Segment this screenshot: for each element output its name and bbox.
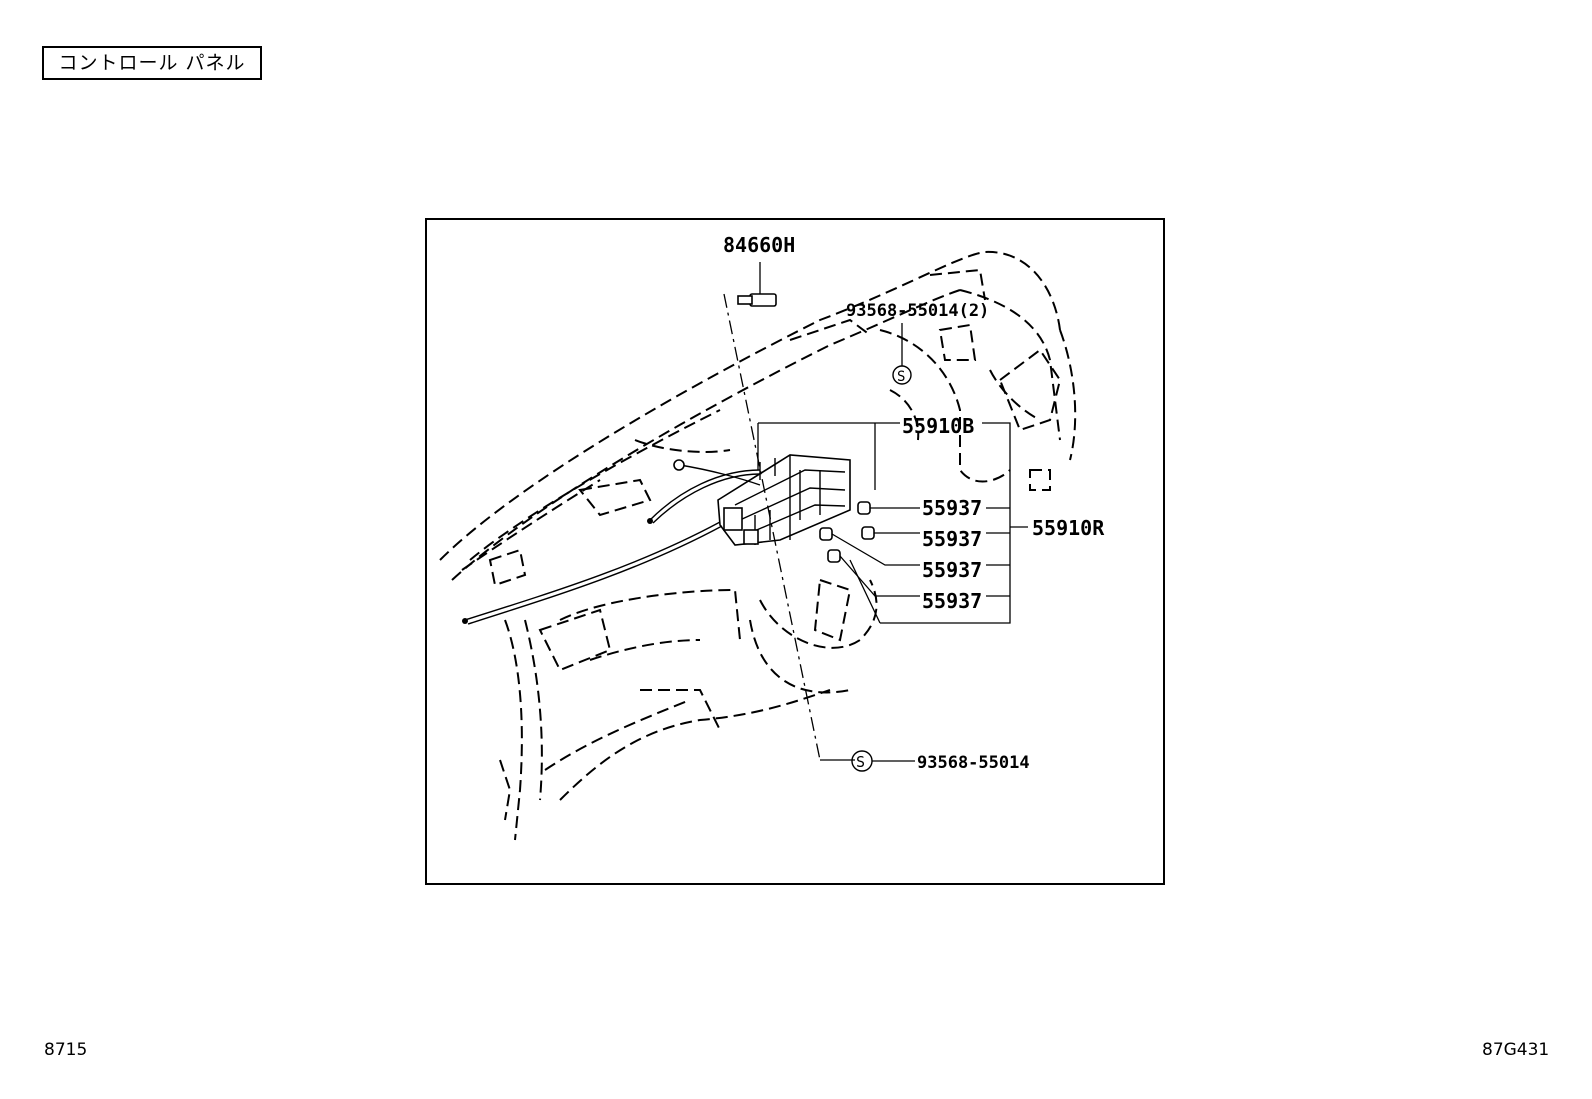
callout-93568-top: 93568-55014(2) (846, 301, 989, 321)
dashboard-outline (439, 250, 1077, 841)
screw-symbol-bottom: S (851, 750, 915, 772)
section-title: コントロール パネル (42, 46, 262, 80)
part-84660h-switch (737, 262, 777, 307)
leader-lines (757, 422, 1028, 624)
callout-55937-1: 55937 (922, 496, 982, 520)
diagram-frame (425, 218, 1165, 885)
callout-55937-3: 55937 (922, 558, 982, 582)
callout-55937-4: 55937 (922, 589, 982, 613)
callout-55910b: 55910B (902, 414, 974, 438)
screw-symbol-top: S (892, 323, 912, 385)
callout-93568-bottom: 93568-55014 (917, 753, 1030, 773)
page-number: 8715 (44, 1040, 88, 1060)
figure-code: 87G431 (1482, 1040, 1550, 1060)
callout-55937-2: 55937 (922, 527, 982, 551)
svg-text:S: S (856, 753, 865, 771)
svg-text:S: S (897, 369, 905, 385)
callout-55910r: 55910R (1032, 516, 1105, 540)
control-panel-unit (717, 454, 851, 546)
callout-84660h: 84660H (723, 233, 795, 257)
knob-parts (819, 501, 875, 563)
control-cables (462, 459, 761, 625)
